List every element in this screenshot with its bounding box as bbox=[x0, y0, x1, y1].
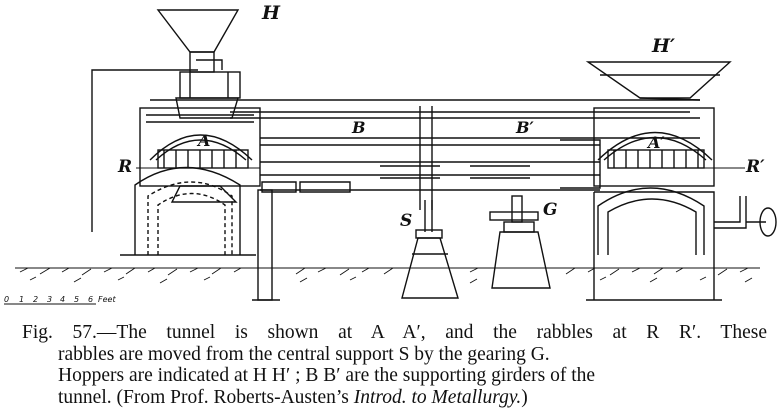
hopper-h-prime bbox=[585, 61, 732, 101]
label-b: B bbox=[351, 118, 366, 137]
label-h: H bbox=[261, 2, 281, 24]
scale-tick-4: 4 bbox=[60, 295, 65, 304]
hopper-h bbox=[156, 9, 241, 119]
scale-unit: Feet bbox=[98, 295, 116, 304]
exhaust-pipe bbox=[91, 69, 198, 232]
central-support-s bbox=[401, 200, 459, 299]
right-hearth bbox=[586, 107, 722, 301]
scale-tick-2: 2 bbox=[33, 295, 38, 304]
left-pier bbox=[252, 189, 280, 301]
label-b-prime: B′ bbox=[515, 118, 535, 137]
caption-line-1: Fig. 57.—The tunnel is shown at A A′, an… bbox=[22, 322, 767, 343]
furnace-diagram: H H′ A A′ B B′ R R′ S G 0 1 2 3 4 5 6 Fe… bbox=[4, 2, 777, 305]
label-g: G bbox=[543, 200, 558, 220]
ground-hatching bbox=[15, 267, 760, 284]
label-a: A bbox=[196, 131, 210, 150]
caption-book-title: Introd. to Metallurgy. bbox=[353, 386, 522, 408]
caption-line-4-suffix: ) bbox=[521, 386, 528, 408]
figure-caption: Fig. 57.—The tunnel is shown at A A′, an… bbox=[22, 322, 767, 408]
scale-tick-5: 5 bbox=[74, 295, 79, 304]
scale-tick-3: 3 bbox=[47, 295, 52, 304]
caption-line-4-prefix: tunnel. (From Prof. Roberts-Austen’s bbox=[58, 386, 354, 408]
label-h-prime: H′ bbox=[651, 35, 675, 57]
gearing-g bbox=[489, 195, 551, 289]
label-s: S bbox=[400, 211, 412, 231]
caption-line-2: rabbles are moved from the central suppo… bbox=[58, 343, 550, 365]
scale-labels: 0 1 2 3 4 5 6 Feet bbox=[4, 295, 116, 304]
caption-line-3: Hoppers are indicated at H H′ ; B B′ are… bbox=[58, 365, 596, 386]
label-r-prime: R′ bbox=[745, 157, 765, 177]
caption-line-4: tunnel. (From Prof. Roberts-Austen’s Int… bbox=[22, 387, 767, 409]
tunnel-body bbox=[150, 99, 700, 210]
label-a-prime: A′ bbox=[646, 133, 665, 152]
scale-tick-1: 1 bbox=[19, 295, 24, 304]
scale-tick-6: 6 bbox=[88, 295, 93, 304]
left-hearth bbox=[139, 107, 261, 203]
scale-tick-0: 0 bbox=[4, 295, 9, 304]
right-pipe bbox=[714, 196, 777, 237]
label-r: R bbox=[117, 157, 132, 177]
